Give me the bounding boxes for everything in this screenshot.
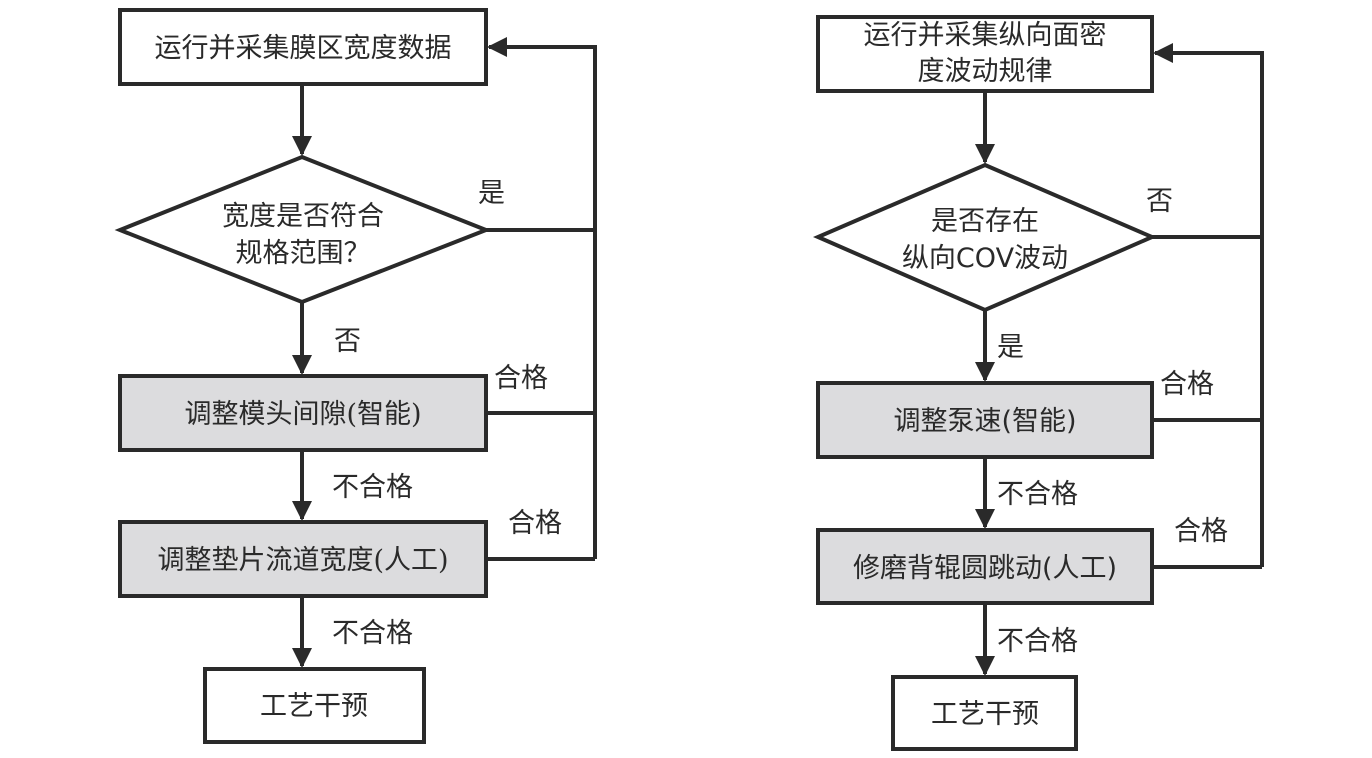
right-feedback-loop (1153, 43, 1264, 567)
left-step1-pass-label: 合格 (494, 363, 548, 394)
left-step2-fail-label: 不合格 (332, 618, 413, 649)
left-decision-line1: 宽度是否符合 (222, 201, 384, 232)
right-step2-pass-label: 合格 (1174, 516, 1228, 547)
right-step1-fail-label: 不合格 (997, 479, 1078, 510)
right-decision-diamond (812, 162, 1158, 313)
right-end-box (891, 675, 1078, 751)
left-step2-pass-label: 合格 (508, 508, 562, 539)
right-end-label: 工艺干预 (931, 699, 1039, 730)
left-feedback-loop (487, 37, 597, 559)
left-decision-line2: 规格范围？ (236, 238, 371, 269)
right-step2-fail-label: 不合格 (997, 626, 1078, 657)
left-end-label: 工艺干预 (260, 691, 368, 722)
right-decision-line2: 纵向COV波动 (902, 243, 1068, 274)
left-step1-fail-label: 不合格 (332, 472, 413, 503)
left-step2-box (118, 520, 488, 598)
left-start-box (118, 8, 488, 86)
right-decision-no-label: 否 (1146, 186, 1173, 217)
right-flowchart: 运行并采集纵向面密 度波动规律 是否存在 纵向COV波动 否 是 调整泵速(智能… (812, 15, 1264, 751)
right-decision-line1: 是否存在 (931, 206, 1039, 237)
left-flowchart: 运行并采集膜区宽度数据 宽度是否符合 规格范围？ 是 否 调整模头间隙(智能) … (114, 8, 597, 744)
right-step2-label: 修磨背辊圆跳动(人工) (853, 553, 1117, 584)
right-step2-box (816, 528, 1154, 605)
left-decision-yes-label: 是 (478, 178, 505, 209)
left-decision-no-label: 否 (334, 326, 361, 357)
right-start-line2: 度波动规律 (918, 56, 1053, 87)
right-step1-label: 调整泵速(智能) (893, 406, 1076, 437)
right-start-line1: 运行并采集纵向面密 (864, 20, 1107, 51)
left-start-label: 运行并采集膜区宽度数据 (155, 33, 452, 64)
right-decision-yes-label: 是 (997, 332, 1024, 363)
right-step1-pass-label: 合格 (1160, 369, 1214, 400)
left-step2-label: 调整垫片流道宽度(人工) (157, 545, 448, 576)
left-end-box (203, 667, 426, 744)
left-step1-label: 调整模头间隙(智能) (184, 399, 421, 430)
